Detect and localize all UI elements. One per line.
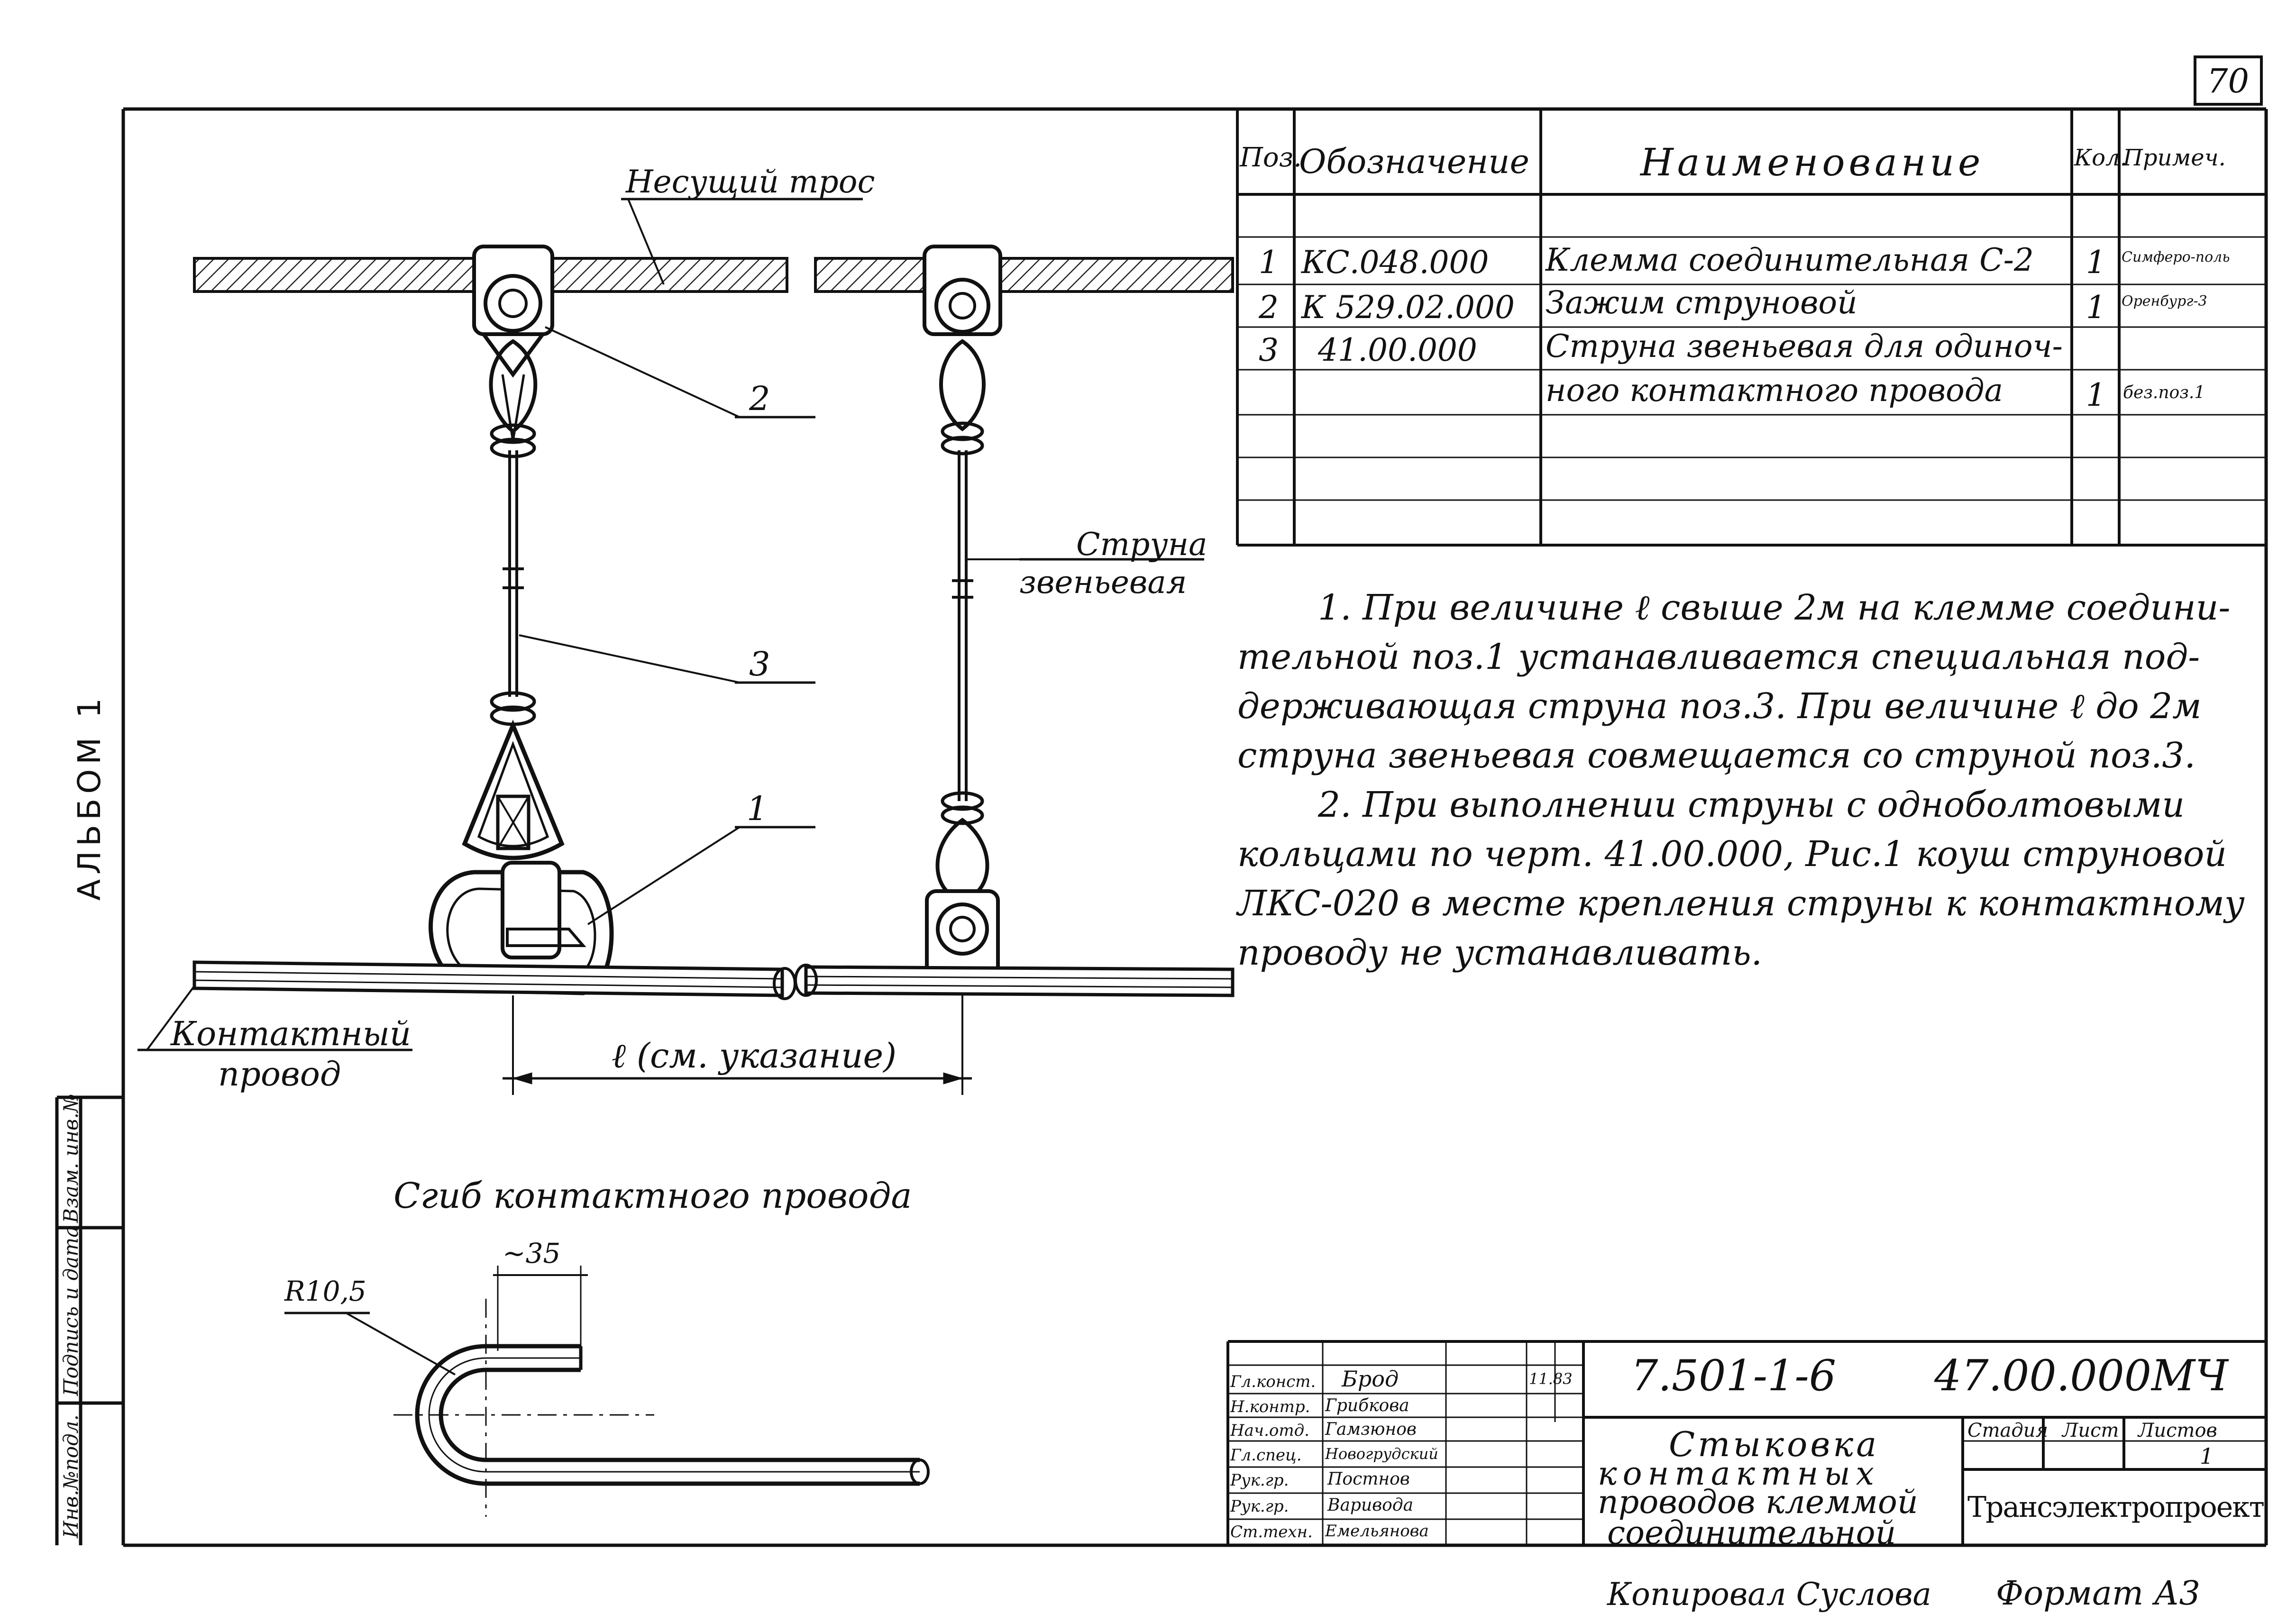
spec-header-code: Обозначение (1299, 142, 1529, 181)
sheet-header: Лист (2062, 1420, 2119, 1441)
position-2-label: 2 (749, 379, 770, 418)
name-4: Новогрудский (1325, 1445, 1438, 1463)
spec-row-3-name: Струна звеньевая для одиноч- (1546, 328, 2063, 365)
doc-title-line3: проводов клеммой (1598, 1484, 1918, 1521)
sheet-number-box (2194, 55, 2263, 106)
note-line-2: тельной поз.1 устанавливается специальна… (1237, 637, 2200, 677)
position-3-label: 3 (749, 645, 770, 684)
sheets-header: Листов (2138, 1420, 2217, 1441)
spec-row-2-note: Оренбург-3 (2122, 293, 2207, 310)
note-line-5: 2. При выполнении струны с одноболтовыми (1318, 784, 2185, 825)
note-line-8: проводу не устанавливать. (1237, 932, 1763, 973)
notes-block: 1. При величине ℓ свыше 2м на клемме сое… (1237, 583, 2245, 977)
name-2: Грибкова (1325, 1396, 1409, 1415)
right-assembly (503, 245, 1235, 1095)
spec-row-1-note: Симферо-поль (2122, 249, 2230, 265)
position-1-label: 1 (747, 789, 768, 828)
carrier-cable-label: Несущий трос (626, 164, 875, 200)
spec-row-4-note: без.поз.1 (2123, 383, 2205, 402)
spec-row-3-pos: 3 (1259, 332, 1279, 368)
dropper-label-line1: Струна (1076, 526, 1207, 563)
bend-radius-label: R10,5 (284, 1275, 366, 1307)
role-2: Н.контр. (1230, 1397, 1310, 1416)
length-dimension-label: ℓ (см. указание) (612, 1036, 897, 1076)
side-stamp-inv: Инв.№подл. (59, 1414, 82, 1538)
sheet-number: 70 (2207, 62, 2250, 100)
side-stamp-replace: Взам. инв.№ (59, 1094, 82, 1223)
role-7: Ст.техн. (1230, 1523, 1313, 1541)
spec-row-1-qty: 1 (2086, 244, 2106, 281)
spec-header-qty: Кол. (2074, 145, 2127, 171)
bend-detail (284, 1266, 930, 1517)
spec-row-1-code: КС.048.000 (1301, 244, 1489, 281)
sheets-value: 1 (2200, 1443, 2214, 1469)
doc-series: 7.501-1-6 (1631, 1351, 1836, 1401)
bend-length-label: ~35 (503, 1237, 561, 1269)
note-line-6: кольцами по черт. 41.00.000, Рис.1 коуш … (1237, 834, 2227, 875)
note-line-4: струна звеньевая совмещается со струной … (1237, 735, 2195, 776)
signature-date: 11.83 (1529, 1370, 1573, 1388)
spec-header-pos: Поз. (1240, 142, 1302, 173)
name-3: Гамзюнов (1325, 1420, 1417, 1439)
side-stamp-signature: Подпись и дата (59, 1225, 82, 1396)
note-line-3: держивающая струна поз.3. При величине ℓ… (1237, 686, 2202, 727)
doc-title-line1: Стыковка (1669, 1424, 1880, 1464)
name-1: Брод (1342, 1366, 1399, 1392)
spec-table-grid (1236, 109, 2266, 547)
album-label: АЛЬБОМ 1 (71, 693, 108, 901)
name-6: Варивода (1327, 1495, 1414, 1515)
spec-header-name: Наименование (1640, 140, 1985, 184)
role-1: Гл.конст. (1230, 1372, 1316, 1391)
stage-header: Стадия (1967, 1420, 2048, 1441)
spec-row-1-name: Клемма соединительная С-2 (1546, 242, 2034, 278)
role-6: Рук.гр. (1230, 1497, 1289, 1516)
spec-row-4-name: ного контактного провода (1546, 372, 2003, 409)
role-3: Нач.отд. (1230, 1421, 1309, 1440)
contact-wire-label-line1: Контактный (171, 1014, 411, 1053)
title-block-grid (1226, 1340, 2266, 1545)
spec-row-2-qty: 1 (2086, 289, 2106, 326)
left-assembly (137, 198, 863, 1051)
role-4: Гл.спец. (1230, 1446, 1302, 1465)
dropper-label-line2: звеньевая (1019, 564, 1187, 601)
note-line-7: ЛКС-020 в месте крепления струны к конта… (1237, 883, 2245, 924)
note-line-1: 1. При величине ℓ свыше 2м на клемме сое… (1318, 587, 2231, 628)
spec-row-2-code: К 529.02.000 (1301, 289, 1515, 326)
sheet-frame (55, 107, 2268, 1547)
format-label: Формат А3 (1996, 1574, 2201, 1613)
role-5: Рук.гр. (1230, 1471, 1289, 1490)
spec-row-2-pos: 2 (1259, 289, 1279, 326)
spec-row-4-qty: 1 (2086, 377, 2106, 413)
spec-row-3-code: 41.00.000 (1318, 332, 1477, 368)
doc-title-line4: соединительной (1607, 1514, 1896, 1552)
name-7: Емельянова (1325, 1522, 1429, 1541)
doc-title-line2: контактных (1598, 1455, 1880, 1493)
spec-row-2-name: Зажим струновой (1546, 284, 1857, 321)
spec-row-1-pos: 1 (1259, 244, 1279, 281)
name-5: Постнов (1327, 1469, 1410, 1489)
spec-header-note: Примеч. (2123, 145, 2226, 171)
doc-code: 47.00.000МЧ (1934, 1351, 2228, 1401)
copied-by: Копировал Суслова (1607, 1576, 1931, 1613)
organization-name: Трансэлектропроект (1967, 1491, 2265, 1524)
contact-wire-label-line2: провод (218, 1055, 341, 1094)
bend-detail-title: Сгиб контактного провода (393, 1176, 912, 1216)
